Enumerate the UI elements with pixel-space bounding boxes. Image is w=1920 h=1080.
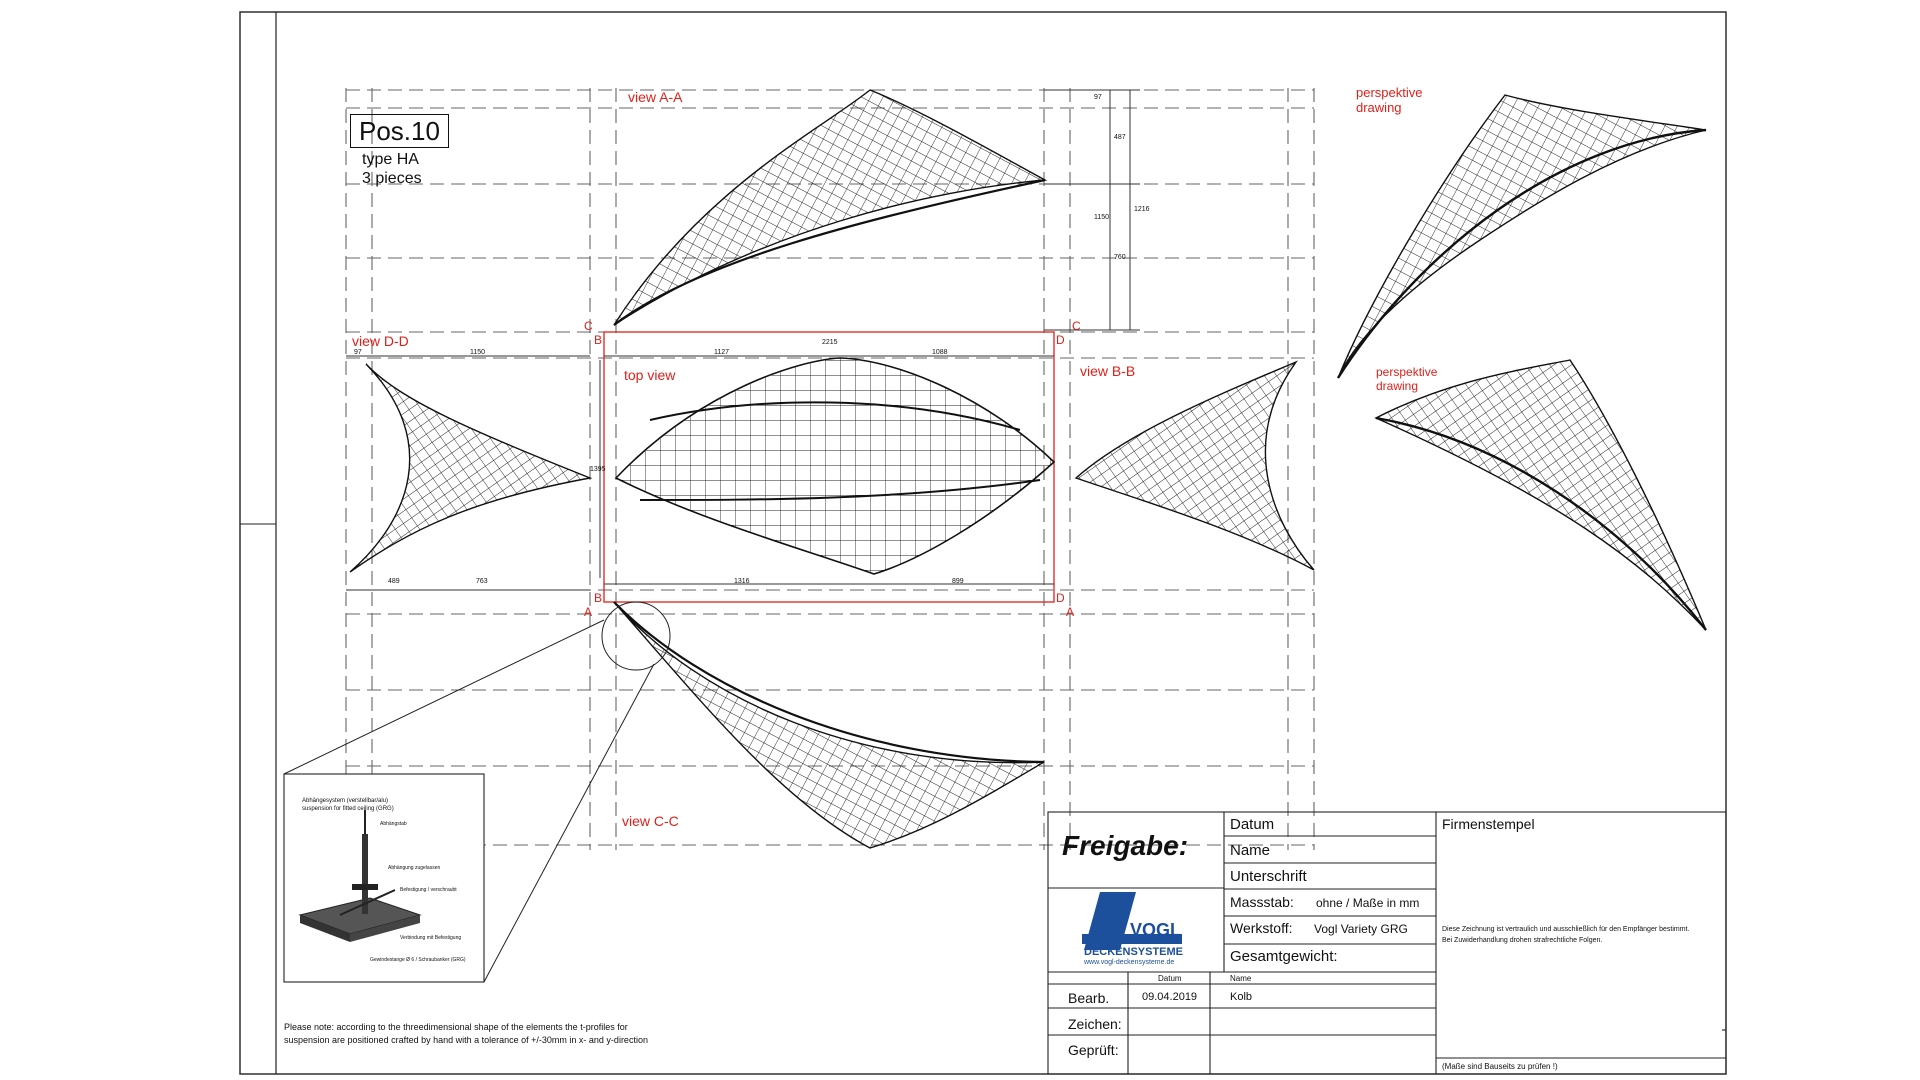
unterschrift-label: Unterschrift	[1230, 868, 1307, 885]
dim-dd-left: 97	[354, 349, 362, 356]
label-top-view: top view	[624, 367, 676, 383]
label-perspective-2b: drawing	[1376, 379, 1419, 393]
dim-aa-h5: 760	[1114, 254, 1126, 261]
marker-d-bottom: D	[1056, 591, 1065, 605]
label-perspective-2a: perspektive	[1376, 365, 1438, 379]
detail-label-4: Verbindung mit Befestigung	[400, 935, 462, 941]
massstab-value: ohne / Maße in mm	[1316, 896, 1420, 910]
detail-title-1: Abhängesystem (verstellbar/alu)	[302, 798, 389, 804]
dim-aa-h1: 97	[1094, 94, 1102, 101]
dim-top-total: 2215	[822, 339, 838, 346]
dim-dd-b2: 763	[476, 578, 488, 585]
gesamtgewicht-label: Gesamtgewicht:	[1230, 948, 1338, 965]
bearb-label: Bearb.	[1068, 990, 1110, 1006]
dim-top-height: 1395	[590, 466, 606, 473]
perspective-drawing-2	[1374, 359, 1707, 631]
bearb-date: 09.04.2019	[1142, 991, 1198, 1003]
view-bb-shell	[1074, 360, 1315, 571]
dim-bottom-right: 899	[952, 578, 964, 585]
pieces-line: 3 pieces	[362, 170, 422, 187]
name-label: Name	[1230, 842, 1271, 859]
top-view-red-frame	[603, 331, 1055, 603]
detail-box	[283, 773, 485, 983]
detail-label-5: Gewindestange Ø 6 / Schraubanker (GRG)	[370, 957, 466, 963]
zeichen-label: Zeichen:	[1068, 1016, 1122, 1032]
label-view-bb: view B-B	[1080, 363, 1136, 379]
marker-b-bottom: B	[594, 591, 603, 605]
view-dd-shell	[346, 355, 593, 591]
dim-aa-h3: 1150	[1094, 214, 1110, 221]
detail-callout	[283, 601, 671, 983]
marker-d-right: D	[1056, 333, 1065, 347]
dim-top-left: 1127	[714, 349, 730, 356]
title-block-grid	[1047, 811, 1727, 1075]
logo-sub: DECKENSYSTEME	[1084, 946, 1184, 958]
marker-b-left: B	[594, 333, 603, 347]
sheet-outer-frame	[239, 11, 1727, 1075]
dim-aa-h4: 1216	[1134, 206, 1150, 213]
tolerance-note-1: Please note: according to the threedimen…	[284, 1022, 628, 1032]
label-view-dd: view D-D	[352, 333, 409, 349]
dim-aa-h2: 487	[1114, 134, 1126, 141]
freigabe-label: Freigabe:	[1062, 830, 1189, 861]
dim-bottom-left: 1316	[734, 578, 750, 585]
type-line: type HA	[362, 151, 419, 168]
marker-a-left: A	[584, 605, 593, 619]
label-perspective-1a: perspektive	[1356, 85, 1423, 100]
marker-a-right: A	[1066, 605, 1075, 619]
dim-top-right: 1088	[932, 349, 948, 356]
col-datum: Datum	[1158, 974, 1182, 983]
col-name: Name	[1230, 974, 1252, 983]
werkstoff-value: Vogl Variety GRG	[1314, 922, 1408, 936]
pos-title-box: Pos.10	[350, 114, 449, 148]
logo-main: VOGL	[1130, 920, 1182, 940]
view-cc-shell	[613, 601, 1045, 849]
label-perspective-1b: drawing	[1356, 100, 1402, 115]
marker-c-left: C	[584, 319, 593, 333]
pos-title: Pos.10	[359, 116, 440, 146]
label-view-cc: view C-C	[622, 813, 679, 829]
logo-url: www.vogl-deckensysteme.de	[1084, 959, 1175, 966]
confidential-note-1: Diese Zeichnung ist vertraulich und auss…	[1442, 926, 1690, 933]
confidential-note-2: Bei Zuwiderhandlung drohen strafrechtlic…	[1442, 937, 1603, 944]
detail-label-2: Abhängung zugelassen	[388, 865, 441, 871]
tolerance-note-2: suspension are positioned crafted by han…	[284, 1035, 648, 1045]
detail-title-2: suspension for fitted ceiling (GRG)	[302, 806, 394, 812]
top-view-shell	[599, 355, 1056, 585]
view-aa-shell	[613, 89, 1140, 331]
werkstoff-label: Werkstoff:	[1230, 920, 1293, 936]
detail-label-1: Abhängstab	[380, 821, 407, 827]
label-view-aa: view A-A	[628, 89, 683, 105]
vogl-logo-mark	[1082, 892, 1182, 950]
suspension-detail-drawing	[298, 810, 422, 942]
dim-dd-mid: 1150	[470, 349, 486, 356]
firmenstempel-label: Firmenstempel	[1442, 816, 1535, 832]
massstab-label: Massstab:	[1230, 894, 1294, 910]
perspective-drawing-1	[1336, 94, 1707, 379]
bearb-name: Kolb	[1230, 991, 1253, 1003]
detail-label-3: Befestigung / verschraubt	[400, 887, 457, 893]
datum-label: Datum	[1230, 816, 1275, 833]
marker-c-right: C	[1072, 319, 1081, 333]
geprueft-label: Geprüft:	[1068, 1042, 1119, 1058]
dim-dd-b1: 489	[388, 578, 400, 585]
footer-note: (Maße sind Bauseits zu prüfen !)	[1442, 1062, 1558, 1071]
